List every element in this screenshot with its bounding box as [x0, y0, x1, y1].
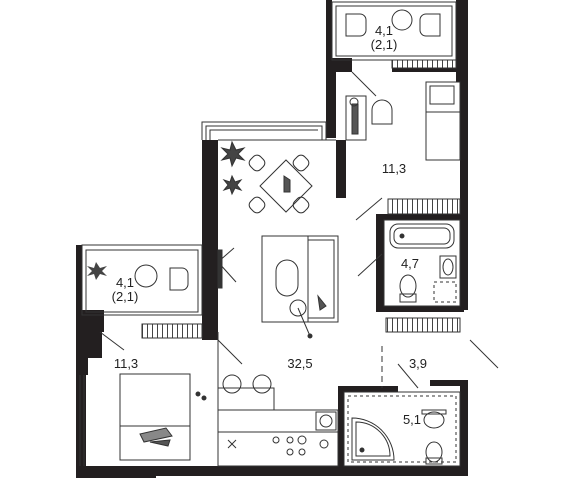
room-hall-label: 3,9 [408, 356, 428, 371]
room-area: 4,1 [115, 275, 135, 290]
bedroom-top-furniture [345, 81, 461, 161]
radiators [141, 59, 461, 339]
loggia-left-furniture [87, 262, 189, 291]
room-loggia-left-label: 4,1 (2,1) [103, 276, 147, 304]
bedroom-left-furniture [119, 373, 207, 461]
room-area-reduced: (2,1) [370, 37, 398, 52]
living-furniture [217, 140, 339, 339]
bathroom-furniture [389, 223, 457, 303]
room-bedroom-left-label: 11,3 [113, 356, 139, 371]
plant-icon [87, 262, 107, 280]
room-living-label: 32,5 [287, 356, 313, 371]
room-area-reduced: (2,1) [111, 289, 139, 304]
doors [99, 71, 499, 389]
plant-icon [220, 140, 246, 196]
kitchen-furniture [222, 374, 337, 456]
shower-furniture [351, 409, 447, 465]
room-bathroom-label: 4,7 [400, 256, 420, 271]
loggia-top-furniture [345, 9, 441, 37]
walls [76, 0, 468, 478]
room-shower-label: 5,1 [402, 412, 422, 427]
outlines [79, 1, 461, 467]
room-bedroom-top-label: 11,3 [381, 161, 407, 176]
room-loggia-top-label: 4,1 (2,1) [362, 24, 406, 52]
room-area: 4,1 [374, 23, 394, 38]
